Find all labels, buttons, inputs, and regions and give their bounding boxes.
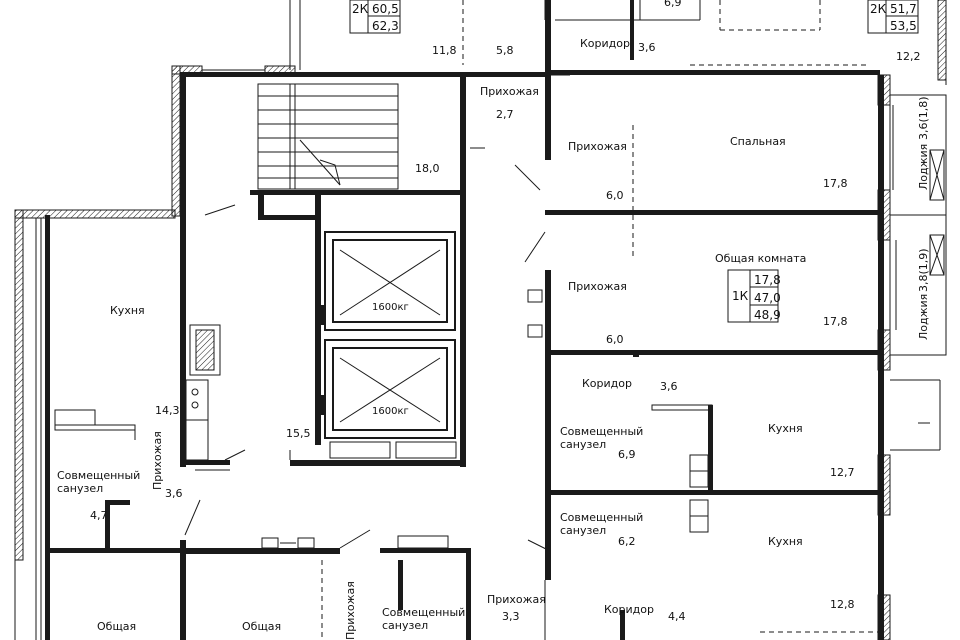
room-area: 12,2 — [896, 50, 921, 63]
labels: 2К 60,5 62,3 2К 51,7 53,5 1К 17,8 47,0 4… — [57, 0, 930, 640]
apt-type-label: 2К — [352, 2, 369, 16]
room-area: 5,8 — [496, 44, 514, 57]
apt-box-1k: 1К 17,8 47,0 48,9 — [727, 269, 781, 323]
loggia-area: 3,8(1,9) — [917, 248, 930, 292]
room-area: 4,7 — [90, 509, 108, 522]
apt-box-2k-left: 2К 60,5 62,3 — [349, 0, 401, 34]
room-area: 14,3 — [155, 404, 180, 417]
walls — [14, 0, 947, 640]
apt-total-area: 62,3 — [372, 19, 399, 33]
hall-area: 15,5 — [286, 427, 311, 440]
apt-living-area: 47,0 — [754, 291, 781, 305]
stairwell-area: 18,0 — [415, 162, 440, 175]
loggia-area: 3,6(1,8) — [917, 96, 930, 140]
room-name-hallway: Прихожая — [568, 140, 627, 153]
room-name-living-room: Общая — [242, 620, 281, 633]
room-name-bathroom: Совмещенный — [57, 469, 140, 482]
apt-living-area: 60,5 — [372, 2, 399, 16]
room-area: 3,3 — [502, 610, 520, 623]
room-area: 11,8 — [432, 44, 457, 57]
room-name-kitchen: Кухня — [110, 304, 145, 317]
room-area: 6,2 — [618, 535, 636, 548]
room-name-hallway: Прихожая — [344, 581, 357, 640]
apt-type-label: 2К — [870, 2, 887, 16]
room-name-bathroom: санузел — [560, 524, 606, 537]
room-name-corridor: Коридор — [580, 37, 630, 50]
room-area: 17,8 — [823, 177, 848, 190]
room-area: 6,9 — [618, 448, 636, 461]
room-name-hallway: Прихожая — [151, 431, 164, 490]
room-name-corridor: Коридор — [582, 377, 632, 390]
room-area: 6,9 — [664, 0, 682, 9]
room-area: 12,8 — [830, 598, 855, 611]
room-name-hallway: Прихожая — [568, 280, 627, 293]
room-name-bedroom: Спальная — [730, 135, 786, 148]
room-area: 3,6 — [660, 380, 678, 393]
room-area: 2,7 — [496, 108, 514, 121]
room-name-bathroom: санузел — [382, 619, 428, 632]
elevator-capacity: 1600кг — [372, 406, 409, 417]
room-name-kitchen: Кухня — [768, 535, 803, 548]
room-area: 6,0 — [606, 189, 624, 202]
apt-type-label: 1К — [732, 289, 749, 303]
room-name-loggia: Лоджия — [917, 294, 930, 340]
room-name-bathroom: Совмещенный — [560, 425, 643, 438]
room-name-bathroom: санузел — [560, 438, 606, 451]
room-area: 3,6 — [165, 487, 183, 500]
apt-total-area: 53,5 — [890, 19, 917, 33]
apt-room-area: 17,8 — [754, 273, 781, 287]
room-name-hallway: Прихожая — [480, 85, 539, 98]
room-area: 3,6 — [638, 41, 656, 54]
room-name-bathroom: Совмещенный — [382, 606, 465, 619]
apt-box-2k-right: 2К 51,7 53,5 — [867, 0, 919, 34]
room-name-hallway: Прихожая — [487, 593, 546, 606]
room-name-kitchen: Кухня — [768, 422, 803, 435]
room-name-corridor: Коридор — [604, 603, 654, 616]
room-area: 12,7 — [830, 466, 855, 479]
room-name-living-room: Общая — [97, 620, 136, 633]
room-name-bathroom: санузел — [57, 482, 103, 495]
apt-living-area: 51,7 — [890, 2, 917, 16]
room-area: 6,0 — [606, 333, 624, 346]
elevator-capacity: 1600кг — [372, 302, 409, 313]
room-name-living-room: Общая комната — [715, 252, 806, 265]
room-name-loggia: Лоджия — [917, 144, 930, 190]
room-area: 4,4 — [668, 610, 686, 623]
room-name-bathroom: Совмещенный — [560, 511, 643, 524]
room-area: 17,8 — [823, 315, 848, 328]
apt-total-area: 48,9 — [754, 308, 781, 322]
